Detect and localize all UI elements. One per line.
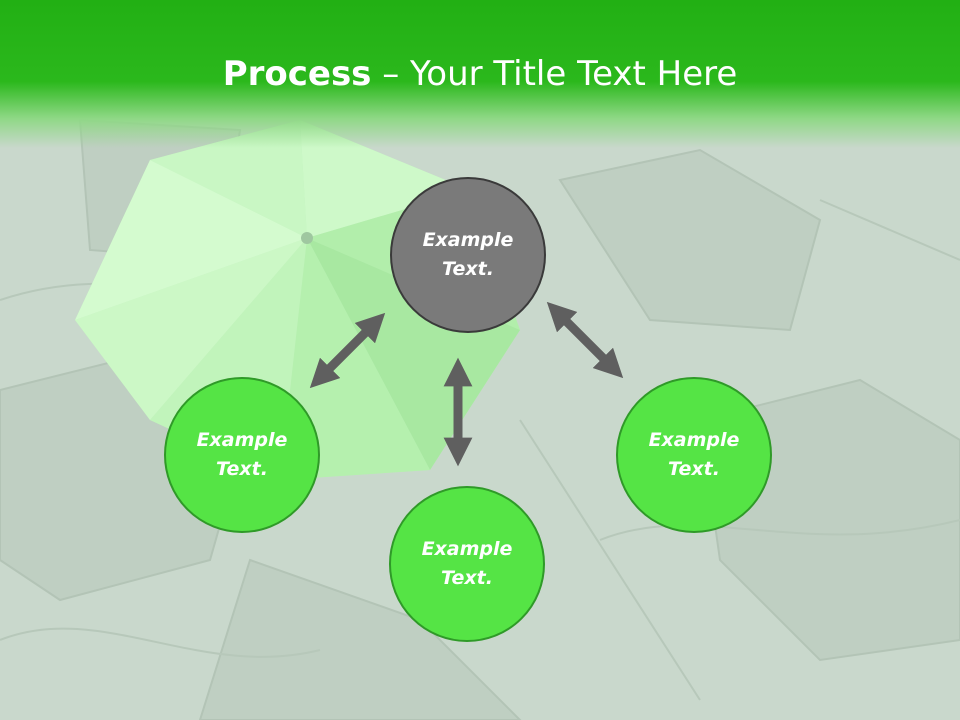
node-right: Example Text.	[616, 377, 772, 533]
node-left: Example Text.	[164, 377, 320, 533]
title-rest: – Your Title Text Here	[371, 54, 738, 94]
node-bottom-text: Example Text.	[421, 538, 513, 589]
slide-title: Process – Your Title Text Here	[0, 52, 960, 96]
node-left-text: Example Text.	[196, 429, 288, 480]
node-bottom: Example Text.	[389, 486, 545, 642]
center-node: Example Text.	[390, 177, 546, 333]
center-node-text: Example Text.	[422, 229, 514, 280]
node-right-text: Example Text.	[648, 429, 740, 480]
title-bar	[0, 0, 960, 148]
title-bold: Process	[222, 54, 372, 94]
